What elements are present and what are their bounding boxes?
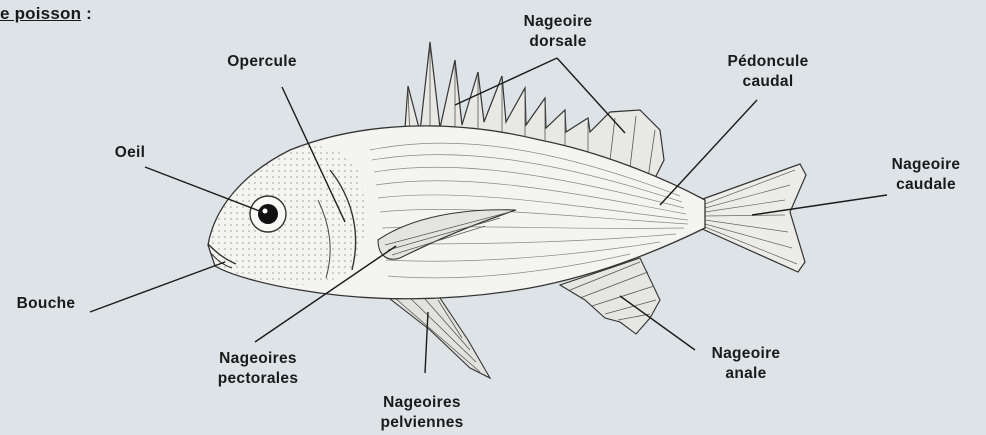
- leader-dorsal-right: [557, 58, 625, 133]
- pelvic-fin: [385, 295, 490, 378]
- eye: [250, 196, 286, 232]
- label-oeil: Oeil: [100, 143, 160, 163]
- leader-bouche: [90, 262, 225, 312]
- label-bouche: Bouche: [0, 294, 92, 314]
- label-opercule: Opercule: [210, 52, 314, 72]
- caudal-fin: [700, 164, 806, 272]
- leader-dorsal-left: [455, 58, 557, 105]
